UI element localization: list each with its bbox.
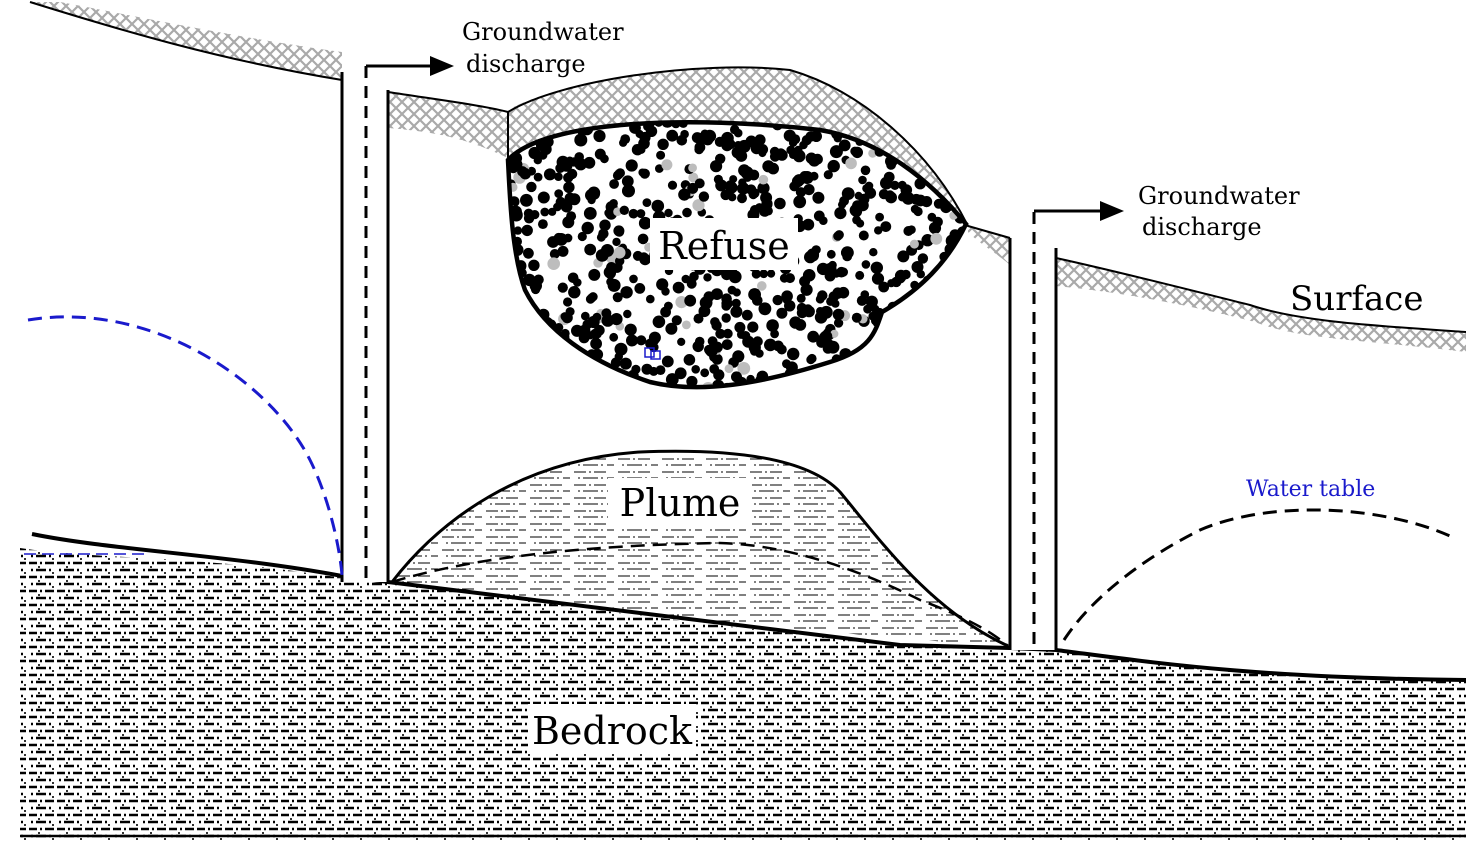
monitoring-well-left xyxy=(340,56,454,582)
surface-label: Surface xyxy=(1290,279,1423,319)
surface-soil-left xyxy=(30,2,342,80)
surface-soil-middle xyxy=(388,92,508,158)
ground-surface-line xyxy=(29,1,1466,333)
plume-area xyxy=(390,449,1009,648)
water-table-curve-left xyxy=(27,315,344,576)
plume-label: Plume xyxy=(620,481,741,525)
bedrock-label: Bedrock xyxy=(532,709,693,753)
surface-soil-layer xyxy=(30,2,1466,352)
bedrock-layer xyxy=(20,532,1466,840)
discharge-label-left-line1: Groundwater xyxy=(462,18,624,46)
discharge-arrow-left-head xyxy=(430,56,454,76)
discharge-arrow-right-head xyxy=(1100,201,1124,221)
refuse-label: Refuse xyxy=(658,224,790,268)
discharge-label-left-line2: discharge xyxy=(466,50,586,78)
refuse-outline xyxy=(505,119,969,390)
monitoring-well-right xyxy=(1008,201,1124,650)
water-table-label: Water table xyxy=(1246,477,1375,502)
discharge-label-right-line1: Groundwater xyxy=(1138,182,1300,210)
water-table-curve-right xyxy=(1062,508,1451,641)
discharge-label-right-line2: discharge xyxy=(1142,213,1262,241)
surface-soil-cap xyxy=(508,67,968,226)
surface-soil-right xyxy=(1056,258,1466,352)
water-table-dashed-under-plume xyxy=(391,541,1009,647)
plume-outline xyxy=(390,449,1009,648)
bedrock-top-line xyxy=(31,532,1466,682)
